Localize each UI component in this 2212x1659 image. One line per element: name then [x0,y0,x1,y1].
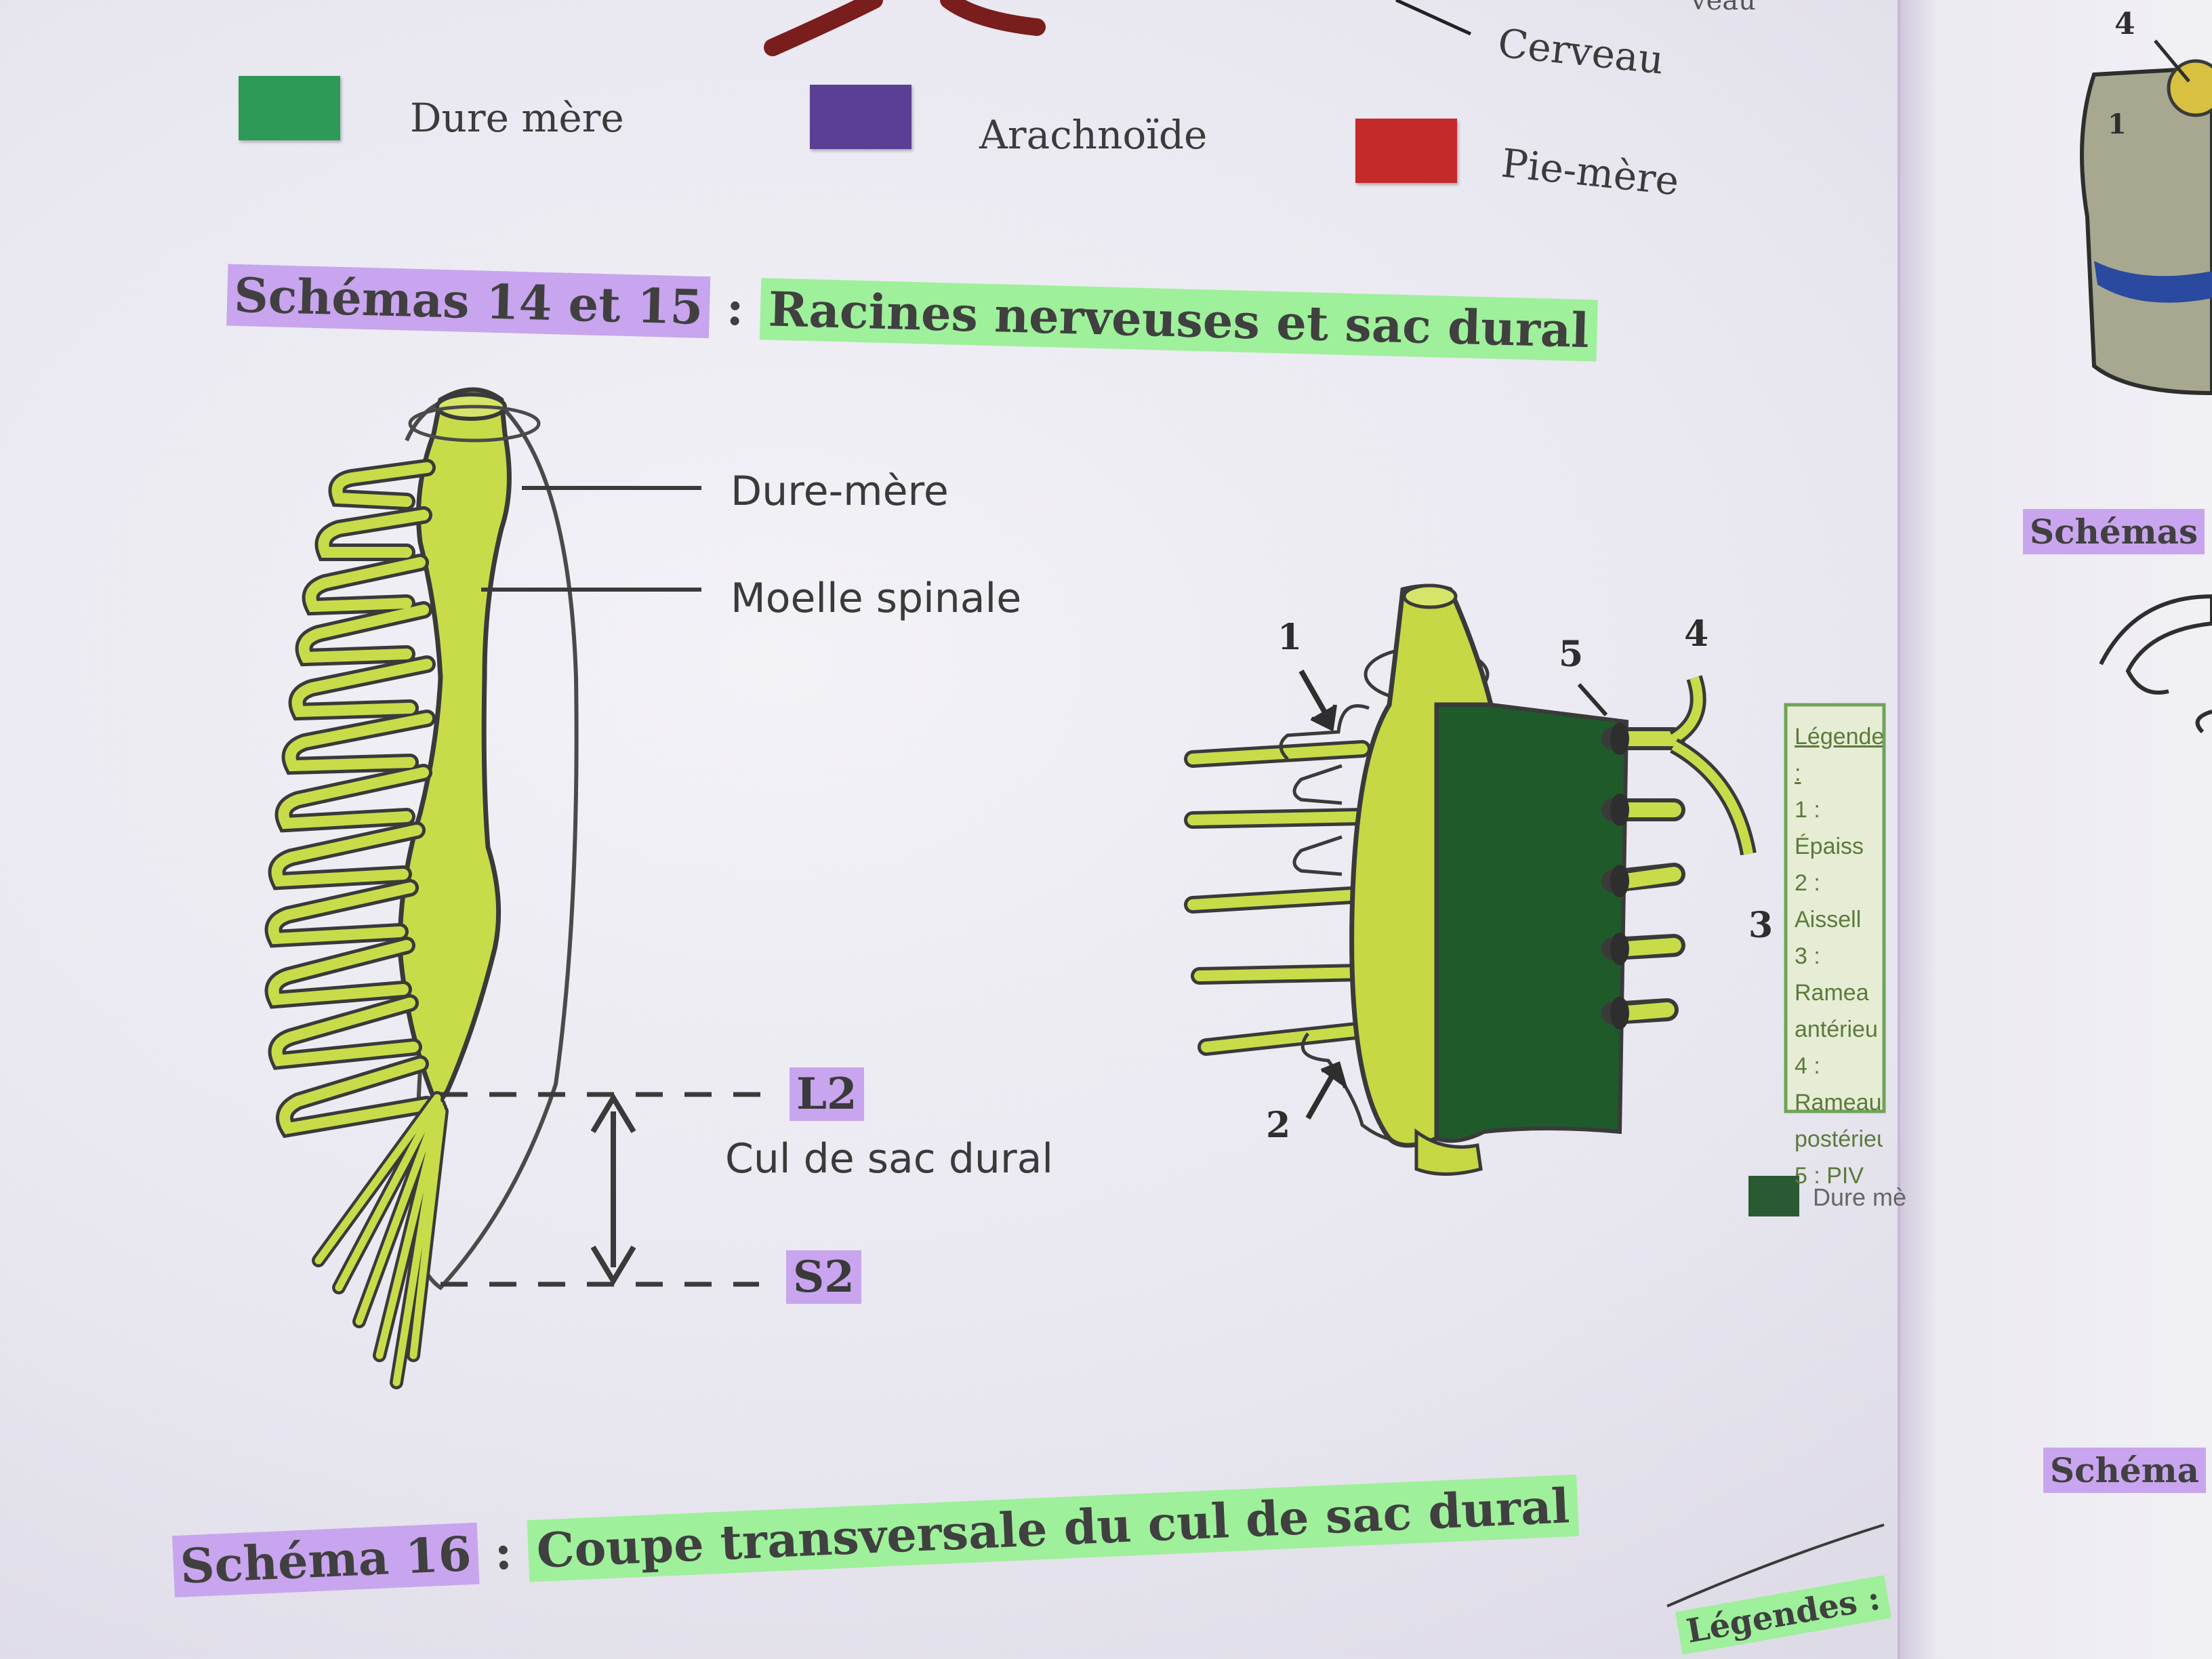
arachnoid-color-swatch [810,85,912,149]
top-fragment-left [764,0,883,56]
level-l2: L2 [790,1067,864,1121]
legend-box-line: 5 : PIV [1795,1163,1864,1189]
legend-label-arachnoid: Arachnoïde [979,112,1208,158]
marker-1: 1 [1277,617,1303,658]
right-page-figure [2080,39,2212,734]
legend-box-line: postérieu [1795,1126,1883,1152]
left-diagram [264,387,766,1389]
right-page-marker-1: 1 [2108,108,2127,140]
section-separator: : [725,279,745,337]
legend-box [1784,703,1886,1113]
right-page-marker-4: 4 [2114,7,2135,41]
dura-color-swatch [239,76,340,140]
label-dural-sac: Cul de sac dural [725,1135,1054,1183]
top-fragment-right [940,0,1046,36]
pia-color-swatch [1355,119,1457,183]
legend-box-line: 4 : Rameau [1795,1053,1882,1115]
marker-3: 3 [1748,905,1774,946]
legend-box-text: Légendes : 1 : Épaiss 2 : Aissell 3 : Ra… [1795,718,1883,1194]
level-s2: S2 [786,1250,861,1304]
legend-box-line: antérieu [1795,1017,1878,1042]
marker-2: 2 [1266,1105,1291,1146]
section-separator: : [493,1523,514,1581]
legend-box-line: 2 : Aissell [1795,870,1862,933]
marker-4: 4 [1684,613,1709,655]
legend-box-title: Légendes : [1795,724,1883,786]
dura-swatch [1748,1176,1799,1216]
spinal-cord [397,387,512,1106]
dura-swatch-label: Dure mè [1813,1183,1907,1211]
legend-label-dura: Dure mère [410,95,624,141]
label-spinal-cord: Moelle spinale [731,575,1022,622]
legend-box-line: 3 : Ramea [1795,943,1869,1006]
right-page-schema: Schéma [2043,1448,2207,1493]
top-pointer-line [1395,0,1472,36]
right-diagram [1184,583,1886,1216]
top-partial-label: veau [1691,0,1756,16]
legend-box-line: 1 : Épaiss [1795,797,1864,859]
section-number: Schémas 14 et 15 [226,264,711,339]
marker-5: 5 [1559,634,1584,675]
right-page-schemas: Schémas [2023,509,2205,554]
label-dura: Dure-mère [731,468,949,515]
